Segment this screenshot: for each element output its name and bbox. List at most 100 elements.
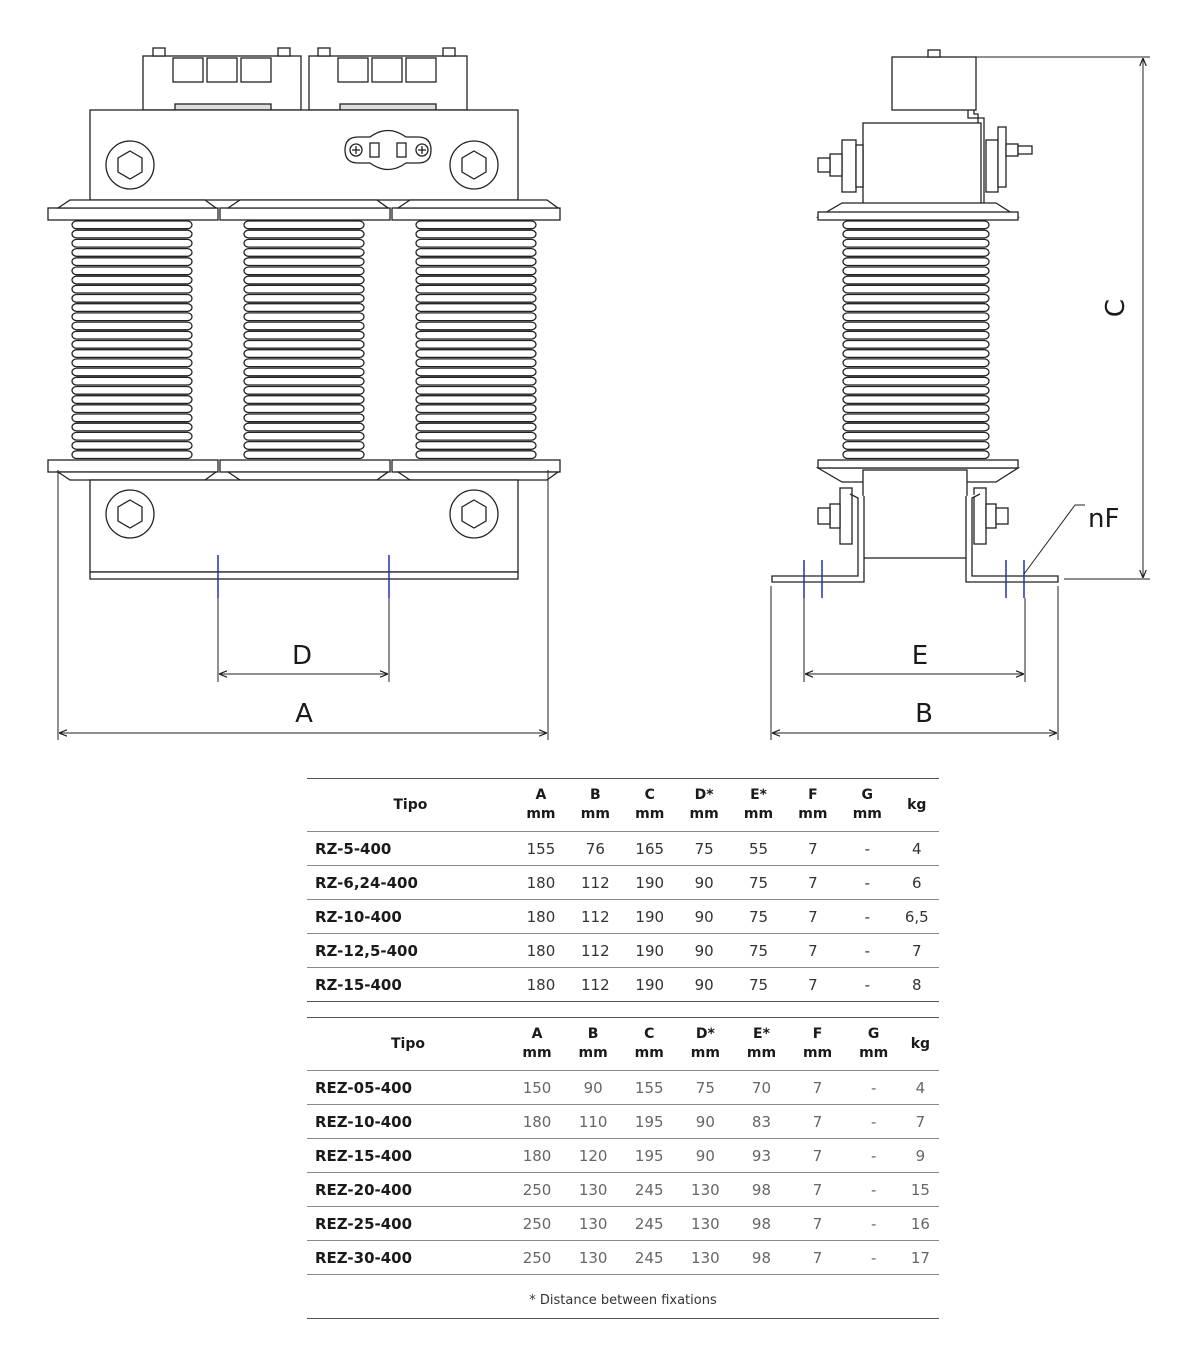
- value-cell: 7: [808, 941, 818, 960]
- coil-winding: [415, 422, 537, 432]
- value-cell: -: [864, 975, 870, 994]
- value-cell: 180: [526, 941, 556, 960]
- value-cell: 90: [694, 873, 714, 892]
- coil-winding: [842, 330, 990, 340]
- header-label: kg: [907, 796, 927, 813]
- value-cell: 93: [751, 1146, 771, 1165]
- coil-winding: [842, 339, 990, 349]
- value-cell: 75: [748, 873, 769, 892]
- coil-winding: [71, 303, 193, 313]
- coil-winding: [243, 395, 365, 405]
- technical-drawing: D A: [47, 47, 1150, 740]
- coil-winding: [71, 404, 193, 414]
- coil-winding: [415, 284, 537, 294]
- dim-label-nf: nF: [1088, 504, 1119, 534]
- value-cell: 7: [808, 907, 818, 926]
- value-cell: 15: [910, 1180, 930, 1199]
- coil-winding: [415, 220, 537, 230]
- coil-winding: [842, 367, 990, 377]
- coil-winding: [71, 238, 193, 248]
- rez-header-cell: E*mm: [733, 1018, 789, 1071]
- rz-header-cell: E*mm: [731, 779, 785, 832]
- value-cell: 83: [751, 1112, 771, 1131]
- coil-winding: [415, 339, 537, 349]
- value-cell: 4: [911, 839, 922, 858]
- coil-winding: [71, 275, 193, 285]
- footnote: * Distance between fixations: [307, 1284, 939, 1319]
- header-unit: mm: [580, 806, 610, 822]
- coil-winding: [71, 367, 193, 377]
- coil-winding: [243, 413, 365, 423]
- value-cell: 130: [578, 1214, 608, 1233]
- terminal-block-right: [308, 47, 468, 111]
- coil-winding: [243, 385, 365, 395]
- coil-winding: [243, 339, 365, 349]
- header-label: E*: [750, 787, 767, 803]
- coil-winding: [842, 450, 990, 460]
- value-cell: 250: [522, 1180, 552, 1199]
- side-upper-yoke: [862, 122, 982, 213]
- coil-winding: [71, 376, 193, 386]
- coil-winding: [243, 220, 365, 230]
- value-cell: 150: [522, 1078, 552, 1097]
- coil-winding: [842, 293, 990, 303]
- header-label: kg: [910, 1035, 931, 1052]
- header-label: G: [867, 1026, 880, 1042]
- header-unit: mm: [522, 1045, 552, 1061]
- value-cell: 7: [812, 1248, 823, 1267]
- coil-winding: [842, 238, 990, 248]
- coil-winding: [71, 358, 193, 368]
- coil-winding: [842, 376, 990, 386]
- value-cell: -: [864, 941, 870, 960]
- value-cell: -: [870, 1112, 877, 1131]
- coil-winding: [842, 275, 990, 285]
- coil-winding: [842, 358, 990, 368]
- value-cell: 130: [691, 1214, 720, 1233]
- coil-winding: [243, 275, 365, 285]
- coil-winding: [71, 440, 193, 450]
- value-cell: 180: [522, 1146, 552, 1165]
- coil-winding: [243, 358, 365, 368]
- coil-winding: [842, 440, 990, 450]
- value-cell: 90: [695, 1146, 715, 1165]
- front-dimensions: [57, 470, 549, 740]
- value-cell: 112: [581, 941, 610, 960]
- coil-winding: [243, 431, 365, 441]
- rz-header-cell: kg: [894, 779, 939, 832]
- value-cell: -: [870, 1248, 877, 1267]
- value-cell: 165: [635, 839, 665, 858]
- coil-winding: [243, 229, 365, 239]
- model-cell: RZ-15-400: [315, 975, 402, 994]
- coil-winding: [243, 312, 365, 322]
- value-cell: 112: [581, 975, 610, 994]
- header-unit: mm: [689, 806, 719, 822]
- value-cell: 155: [634, 1078, 664, 1097]
- coil-winding: [71, 293, 193, 303]
- rez-header-cell: kg: [902, 1018, 939, 1071]
- coil-winding: [415, 358, 537, 368]
- model-cell: REZ-05-400: [315, 1078, 413, 1097]
- coil-winding: [243, 450, 365, 460]
- header-label: C: [644, 787, 655, 803]
- header-label: G: [861, 787, 874, 803]
- rz-header-cell: Tipo: [307, 779, 514, 832]
- header-unit: mm: [798, 806, 828, 822]
- coil-winding: [243, 404, 365, 414]
- value-cell: -: [870, 1078, 877, 1097]
- coil-winding: [415, 440, 537, 450]
- coil-winding: [71, 413, 193, 423]
- dim-label-e: E: [912, 641, 928, 671]
- model-cell: REZ-15-400: [315, 1146, 413, 1165]
- coil-winding: [243, 238, 365, 248]
- coil-winding: [415, 293, 537, 303]
- coil-winding: [415, 413, 537, 423]
- value-cell: 17: [910, 1248, 930, 1267]
- value-cell: 112: [581, 873, 610, 892]
- coil-winding: [243, 440, 365, 450]
